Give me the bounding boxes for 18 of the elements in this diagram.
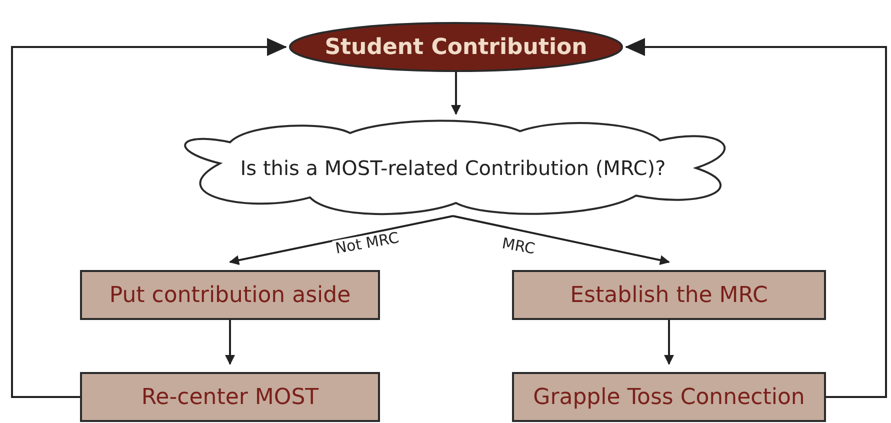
process-box (512, 372, 826, 422)
process-box (512, 270, 826, 320)
node-text: Put contribution aside (109, 282, 351, 308)
arrow (451, 72, 461, 115)
process-box (80, 270, 380, 320)
node-text: Establish the MRC (570, 282, 768, 308)
arrow (229, 215, 454, 266)
node-text: Student Contribution (324, 34, 588, 60)
arrow (625, 38, 887, 398)
arrow (225, 320, 235, 365)
arrow (452, 215, 670, 266)
process-box (80, 372, 380, 422)
arrow (664, 320, 674, 365)
start-ellipse (289, 22, 623, 72)
node-text: Grapple Toss Connection (533, 384, 805, 410)
node-text: Re-center MOST (141, 384, 319, 410)
arrow (11, 38, 287, 398)
node-text: Is this a MOST-related Contribution (MRC)? (240, 156, 666, 180)
